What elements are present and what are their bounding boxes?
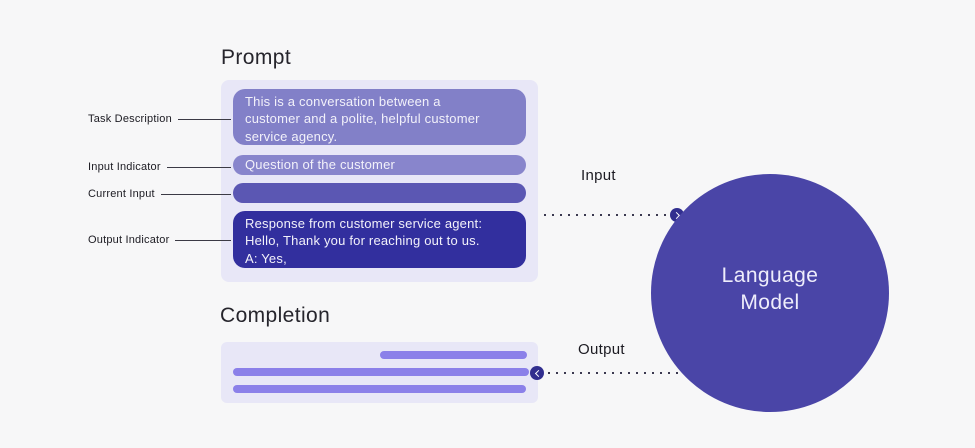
completion-bar (233, 385, 526, 393)
prompt-heading: Prompt (221, 46, 292, 69)
completion-panel (221, 342, 538, 403)
input-flow-label: Input (581, 167, 616, 184)
completion-heading: Completion (220, 304, 331, 327)
input-dotted-line (544, 214, 670, 216)
connector-line (166, 166, 231, 168)
current-input-annotation: Current Input (88, 187, 231, 201)
completion-bar (380, 351, 527, 359)
completion-bar (233, 368, 529, 376)
current-input-box (233, 183, 526, 203)
chevron-left-icon (534, 369, 542, 377)
current-input-label: Current Input (88, 188, 155, 200)
output-flow-label: Output (578, 341, 625, 358)
input-indicator-annotation: Input Indicator (88, 160, 231, 174)
output-indicator-annotation: Output Indicator (88, 233, 231, 247)
connector-line (177, 118, 231, 120)
connector-line (160, 193, 231, 195)
task-description-box: This is a conversation between a custome… (233, 89, 526, 145)
language-model-circle: Language Model (651, 174, 889, 412)
input-indicator-label: Input Indicator (88, 161, 161, 173)
task-description-annotation: Task Description (88, 112, 231, 126)
output-arrow-badge (530, 366, 544, 380)
connector-line (175, 239, 231, 241)
task-description-label: Task Description (88, 113, 172, 125)
language-model-label: Language Model (721, 264, 819, 314)
input-indicator-box: Question of the customer (233, 155, 526, 175)
output-indicator-label: Output Indicator (88, 234, 170, 246)
prompt-panel: This is a conversation between a custome… (221, 80, 538, 282)
output-dotted-line (548, 372, 686, 374)
output-indicator-box: Response from customer service agent: He… (233, 211, 526, 268)
